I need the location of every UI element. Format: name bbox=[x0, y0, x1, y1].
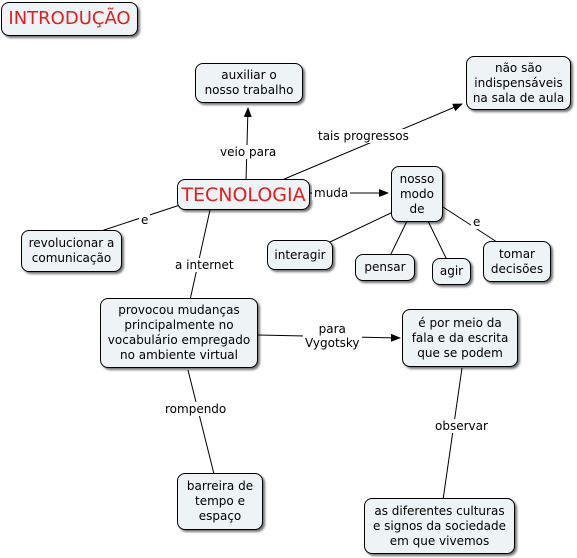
link-label-observar: observar bbox=[433, 419, 490, 433]
link-a-internet bbox=[189, 209, 211, 301]
concept-pensar[interactable]: pensar bbox=[355, 254, 415, 281]
link-modo-pensar bbox=[389, 220, 408, 257]
link-label-veio-para: veio para bbox=[218, 145, 279, 159]
link-label-para-vygotsky: para Vygotsky bbox=[303, 322, 362, 350]
concept-barreira-tempo-espaco[interactable]: barreira de tempo e espaço bbox=[177, 473, 263, 530]
link-modo-interagir bbox=[329, 211, 394, 243]
concept-auxiliar-trabalho[interactable]: auxiliar o nosso trabalho bbox=[195, 63, 303, 103]
link-observar bbox=[442, 367, 463, 501]
link-e-left bbox=[94, 204, 181, 234]
concept-nao-indispensaveis[interactable]: não são indispensáveis na sala de aula bbox=[466, 56, 571, 110]
concept-tecnologia[interactable]: TECNOLOGIA bbox=[177, 179, 310, 210]
concept-interagir[interactable]: interagir bbox=[267, 240, 333, 270]
link-rompendo bbox=[187, 369, 215, 475]
concept-tomar-decisoes[interactable]: tomar decisões bbox=[483, 241, 551, 282]
link-modo-agir bbox=[427, 220, 448, 261]
concept-nosso-modo-de[interactable]: nosso modo de bbox=[391, 166, 443, 222]
concept-provocou-mudancas[interactable]: provocou mudanças principalmente no voca… bbox=[100, 298, 258, 368]
link-label-a-internet: a internet bbox=[173, 258, 236, 272]
link-label-tais-progressos: tais progressos bbox=[316, 129, 411, 143]
concept-fala-escrita[interactable]: é por meio da fala e da escrita que se p… bbox=[402, 309, 518, 367]
concept-revolucionar-comunicacao[interactable]: revolucionar a comunicação bbox=[21, 230, 122, 272]
link-label-rompendo: rompendo bbox=[163, 402, 229, 416]
link-label-e-left: e bbox=[139, 213, 151, 227]
concept-agir[interactable]: agir bbox=[432, 258, 471, 285]
concept-diferentes-culturas[interactable]: as diferentes culturas e signos da socie… bbox=[364, 498, 515, 554]
page-title: INTRODUÇÃO bbox=[1, 2, 138, 36]
link-label-e-right: e bbox=[471, 215, 483, 229]
link-label-muda: muda bbox=[312, 186, 351, 200]
